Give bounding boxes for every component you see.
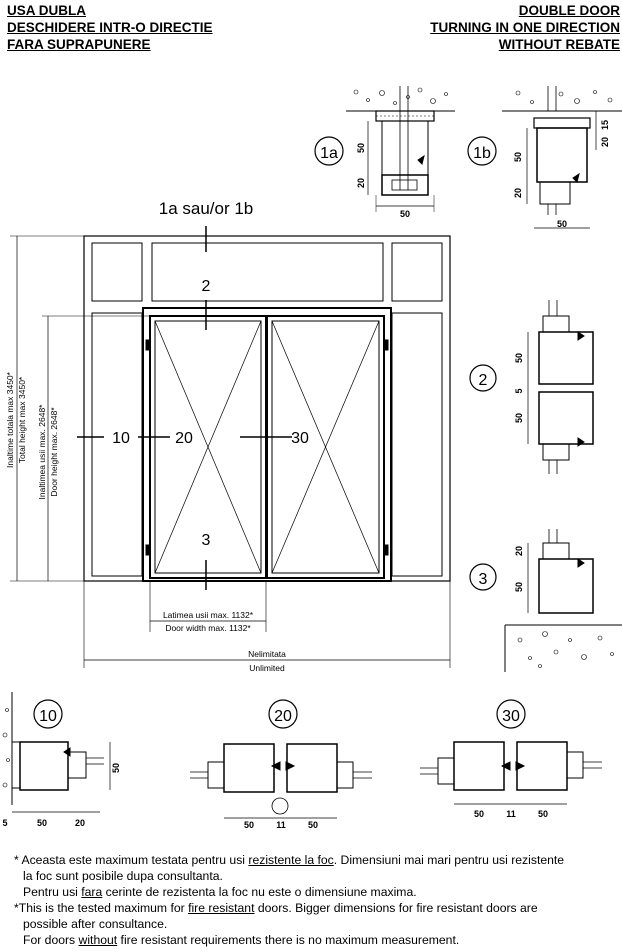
detail-2: [469, 300, 594, 474]
d10-dim-3: 20: [75, 818, 85, 828]
unlimited-ro: Nelimitata: [248, 649, 286, 659]
detail-1b: [467, 86, 622, 229]
d10-dim-4: 50: [111, 763, 121, 773]
detail-3: [469, 529, 622, 672]
unlimited-en: Unlimited: [249, 663, 285, 673]
header-right-line-2: TURNING IN ONE DIRECTION: [430, 20, 620, 35]
d10-dim-2: 50: [37, 818, 47, 828]
d20-dim-3: 50: [308, 820, 318, 830]
header-left-line-3: FARA SUPRAPUNERE: [7, 37, 151, 52]
header-left-line-1: USA DUBLA: [7, 3, 86, 18]
door-width-ro: Latimea usii max. 1132*: [163, 610, 254, 620]
d1b-dim-3: 50: [513, 152, 523, 162]
detail-30-id: 30: [502, 708, 520, 725]
label-section-30: 30: [291, 430, 309, 447]
side-light-top-right: [391, 242, 443, 302]
d3-dim-1: 20: [514, 546, 524, 556]
detail-2-id: 2: [479, 372, 488, 389]
side-light-right: [391, 312, 443, 577]
detail-10-id: 10: [39, 708, 57, 725]
section-ref-top: 1a sau/or 1b: [159, 199, 254, 218]
header-right-line-3: WITHOUT REBATE: [498, 37, 620, 52]
detail-1a-id: 1a: [320, 145, 338, 162]
detail-20-id: 20: [274, 708, 292, 725]
header-right-line-1: DOUBLE DOOR: [518, 3, 620, 18]
door-height-ro: Inaltimea usii max. 2648*: [37, 404, 47, 500]
label-section-20: 20: [175, 430, 193, 447]
note-en-3: For doors without fire resistant require…: [23, 933, 460, 947]
side-light-top-left: [91, 242, 143, 302]
note-en-1: *This is the tested maximum for fire res…: [14, 901, 538, 915]
d30-dim-2: 11: [506, 809, 516, 819]
label-section-3: 3: [202, 532, 211, 549]
detail-3-id: 3: [479, 571, 488, 588]
d1b-dim-1: 15: [600, 120, 610, 130]
detail-1b-id: 1b: [473, 145, 491, 162]
header-left-line-2: DESCHIDERE INTR-O DIRECTIE: [7, 20, 213, 35]
door-frame: [142, 307, 392, 582]
footnotes: * Aceasta este maximum testata pentru us…: [14, 852, 618, 948]
d1a-dim-1: 50: [356, 143, 366, 153]
door-width-en: Door width max. 1132*: [165, 623, 251, 633]
d20-dim-1: 50: [244, 820, 254, 830]
d1a-dim-3: 50: [400, 209, 410, 219]
d2-dim-1: 50: [514, 353, 524, 363]
right-leaf-glass: [271, 320, 380, 574]
detail-1a: [314, 86, 455, 212]
label-section-10: 10: [112, 430, 130, 447]
header-left: USA DUBLA DESCHIDERE INTR-O DIRECTIE FAR…: [7, 2, 213, 53]
d1b-dim-4: 20: [513, 188, 523, 198]
d1b-dim-5: 50: [557, 219, 567, 229]
d1b-dim-2: 20: [600, 137, 610, 147]
note-ro-3: Pentru usi fara cerinte de rezistenta la…: [23, 885, 417, 899]
detail-20: [190, 699, 372, 819]
d3-dim-2: 50: [514, 582, 524, 592]
d30-dim-1: 50: [474, 809, 484, 819]
left-leaf-glass: [154, 320, 262, 574]
note-ro-2: la foc sunt posibile dupa consultanta.: [23, 869, 223, 883]
d1a-dim-2: 20: [356, 178, 366, 188]
transom-light: [151, 242, 384, 302]
door-elevation: [10, 226, 451, 668]
header-right: DOUBLE DOOR TURNING IN ONE DIRECTION WIT…: [430, 2, 620, 53]
d30-dim-3: 50: [538, 809, 548, 819]
d2-dim-3: 50: [514, 413, 524, 423]
note-en-2: possible after consultance.: [23, 917, 168, 931]
d10-dim-1: 5: [2, 818, 7, 828]
total-height-ro: Inaltime totala max 3450*: [5, 371, 15, 468]
d2-dim-2: 5: [514, 388, 524, 393]
detail-10: [2, 692, 111, 813]
d20-dim-2: 11: [276, 820, 286, 830]
label-section-2: 2: [202, 278, 211, 295]
note-ro-1: * Aceasta este maximum testata pentru us…: [14, 853, 565, 867]
detail-30: [420, 699, 602, 805]
total-height-en: Total height max 3450*: [17, 376, 27, 463]
right-leaf: [266, 315, 385, 579]
door-height-en: Door height max. 2648*: [49, 407, 59, 497]
